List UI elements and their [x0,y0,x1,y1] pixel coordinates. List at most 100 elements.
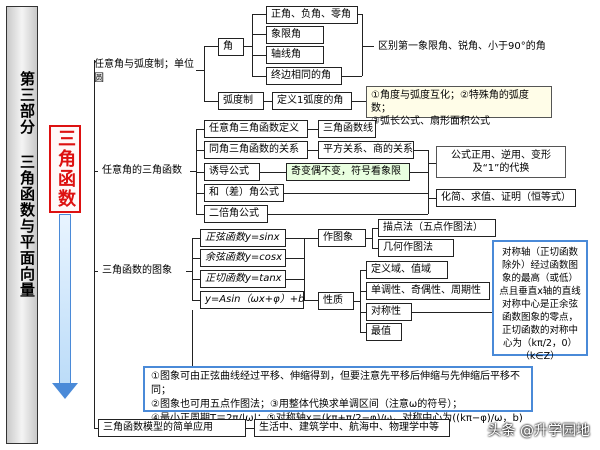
node-angle: 角 [218,38,244,56]
connector [428,163,436,164]
connector [246,428,254,429]
connector [94,428,98,429]
connector [354,301,360,302]
connector [372,228,373,248]
sum-diff-formula: 和（差）角公式 [204,184,284,202]
graph-note-2: ②图象也可用五点作图法；③用整体代换求单调区间（注意ω的符号）； [151,399,463,410]
node-radian: 弧度制 [218,92,264,110]
connector [192,310,193,366]
connector [192,279,200,280]
connector [196,129,197,214]
connector [252,14,266,15]
connector [360,332,366,333]
connector [308,129,318,130]
trig-definition: 任意角三角函数定义 [204,120,308,138]
angle-item-3: 轴线角 [266,46,324,64]
func-tan: 正切函数y=tanx [200,270,286,288]
angle-item-2: 象限角 [266,26,324,44]
connector [94,171,98,172]
node-any-angle-trig: 任意角的三角函数 [102,165,182,176]
func-sin: 正弦函数y=sinx [200,229,286,247]
connector [196,70,204,71]
same-angle-relation: 同角三角函数的关系 [204,141,308,159]
connector [286,238,304,239]
radian-note-1: ①角度与弧度互化；②特殊角的弧度数； [371,90,529,114]
connector [268,214,428,215]
connector [372,248,378,249]
connector [204,46,205,102]
connector [264,101,272,102]
main-title: 三角函数 [49,125,81,213]
symmetry-note: 对称轴（正切函数除外）经过函数图象的最高（或低）点且垂直x轴的直线对称中心是正余… [492,240,588,362]
connector [360,291,366,292]
connector [304,238,305,300]
graph-note-1: ①图象可由正弦曲线经过平移、伸缩得到，但要注意先平移后伸缩与先伸缩后平移不同； [151,371,520,396]
connector [410,172,428,173]
connector [286,279,304,280]
connector [204,101,218,102]
connector [192,300,200,301]
connector [196,129,204,130]
connector [362,46,374,47]
connector [252,34,266,35]
radian-note-2: ③弧长公式、扇形面积公式 [371,116,490,127]
connector [192,258,200,259]
double-angle-formula: 二倍角公式 [204,205,268,223]
connector [192,238,200,239]
flow-arrow-shaft [59,214,71,384]
radian-def: 定义1弧度的角 [272,92,352,110]
func-cos: 余弦函数y=cosx [200,249,286,267]
connector [252,55,266,56]
applications: 生活中、建筑学中、航海中、物理学中等 [254,419,450,437]
connector [360,270,366,271]
prop-monotonic: 单调性、奇偶性、周期性 [366,282,490,300]
connector [286,258,304,259]
prop-extrema: 最值 [366,323,402,341]
angle-note: 区别第一象限角、锐角、小于90°的角 [378,41,546,52]
connector [196,193,204,194]
connector [252,76,266,77]
connector [284,193,428,194]
part-label: 第三部分 三角函数与平面向量 [18,71,36,298]
angle-item-4: 终边相同的角 [266,67,342,85]
connector [196,150,204,151]
trunk-line [94,60,95,428]
connector [196,172,204,173]
mnemonic: 奇变偶不变，符号看象限 [286,163,410,181]
connector [352,101,366,102]
connector [260,172,286,173]
connector [196,214,204,215]
induction-formula: 诱导公式 [204,163,260,181]
connector [360,312,366,313]
draw-method-2: 几何作图法 [378,239,454,257]
connector [362,14,363,76]
connector [428,150,429,214]
node-trig-graphs: 三角函数的图象 [102,265,172,276]
node-angle-radian: 任意角与弧度制；单位圆 [94,59,194,84]
connector [244,46,252,47]
connector [304,300,318,301]
prop-symmetry: 对称性 [366,303,412,321]
draw-method-1: 描点法（五点作图法） [378,219,496,237]
connector [428,198,436,199]
flow-arrow-head [52,383,78,399]
connector [190,171,196,172]
func-general: y=Asin（ωx+φ）+b [200,291,304,309]
connector [304,238,318,239]
connector [192,238,193,300]
connector [252,14,253,76]
connector [360,270,361,332]
simplify-prove: 化简、求值、证明（恒等式） [436,189,576,207]
connector [414,150,428,151]
connector [358,14,362,15]
relations: 平方关系、商的关系 [318,141,414,159]
radian-notes: ①角度与弧度互化；②特殊角的弧度数； ③弧长公式、扇形面积公式 [366,86,552,127]
draw-graph: 作图象 [318,229,366,247]
connector [308,150,318,151]
connector [372,228,378,229]
trig-line: 三角函数线 [318,120,376,138]
graph-notes: ①图象可由正弦曲线经过平移、伸缩得到，但要注意先平移后伸缩与先伸缩后平移不同； … [143,366,533,438]
properties: 性质 [318,292,354,310]
connector [94,271,98,272]
connector [186,271,192,272]
